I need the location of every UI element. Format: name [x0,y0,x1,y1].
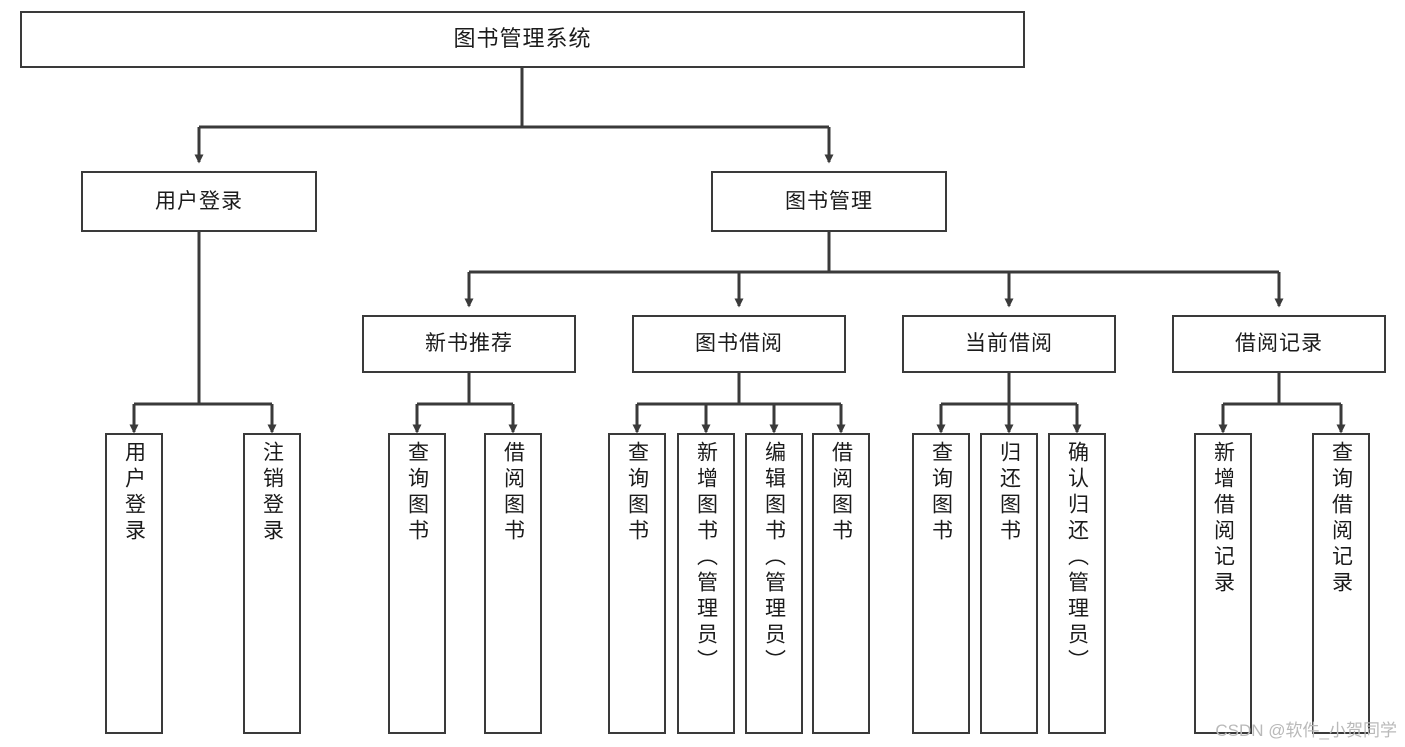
node-leaf-label: 编辑图书（管理员） [762,441,786,675]
node-leaf-label: 注销登录 [260,441,284,545]
node-borrow-record[interactable]: 借阅记录 [1172,315,1386,373]
node-leaf-query-book[interactable]: 查询图书 [608,433,666,734]
node-current-borrow[interactable]: 当前借阅 [902,315,1116,373]
node-leaf-query-book-current[interactable]: 查询图书 [912,433,970,734]
node-leaf-return-book[interactable]: 归还图书 [980,433,1038,734]
node-leaf-confirm-return-admin[interactable]: 确认归还（管理员） [1048,433,1106,734]
node-leaf-label: 新增图书（管理员） [694,441,718,675]
node-leaf-label: 归还图书 [997,441,1021,545]
node-leaf-borrow-book[interactable]: 借阅图书 [812,433,870,734]
node-leaf-add-borrow-record[interactable]: 新增借阅记录 [1194,433,1252,734]
node-leaf-label: 查询图书 [405,441,429,545]
node-leaf-label: 用户登录 [122,441,146,545]
node-leaf-user-login[interactable]: 用户登录 [105,433,163,734]
node-leaf-label: 查询借阅记录 [1329,441,1353,597]
node-leaf-add-book-admin[interactable]: 新增图书（管理员） [677,433,735,734]
node-leaf-label: 查询图书 [625,441,649,545]
node-leaf-query-book-recommend[interactable]: 查询图书 [388,433,446,734]
node-leaf-label: 借阅图书 [501,441,525,545]
node-user-login[interactable]: 用户登录 [81,171,317,232]
node-leaf-label: 确认归还（管理员） [1065,441,1089,675]
node-root-book-management-system[interactable]: 图书管理系统 [20,11,1025,68]
node-book-management[interactable]: 图书管理 [711,171,947,232]
node-leaf-edit-book-admin[interactable]: 编辑图书（管理员） [745,433,803,734]
node-leaf-label: 查询图书 [929,441,953,545]
node-leaf-logout[interactable]: 注销登录 [243,433,301,734]
node-leaf-label: 新增借阅记录 [1211,441,1235,597]
node-book-borrow[interactable]: 图书借阅 [632,315,846,373]
node-new-book-recommend[interactable]: 新书推荐 [362,315,576,373]
node-leaf-query-borrow-record[interactable]: 查询借阅记录 [1312,433,1370,734]
node-leaf-label: 借阅图书 [829,441,853,545]
csdn-watermark: CSDN @软件_小贺同学 [1215,721,1397,740]
node-leaf-borrow-book-recommend[interactable]: 借阅图书 [484,433,542,734]
